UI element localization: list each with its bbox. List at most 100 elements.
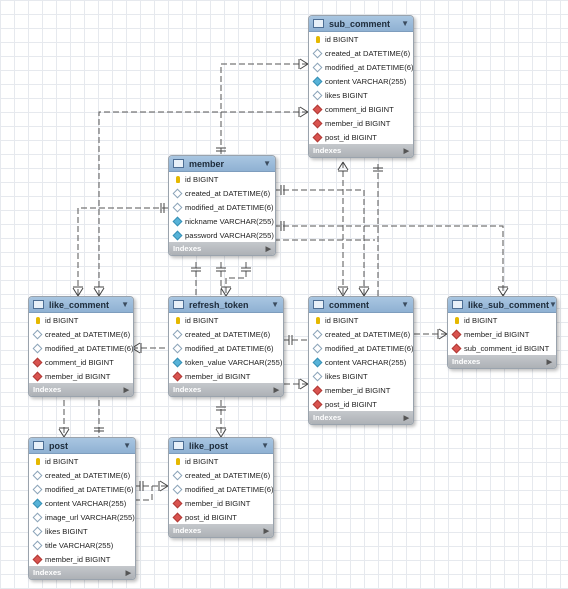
expand-arrow-icon[interactable]: ▶ <box>263 527 269 535</box>
column-row[interactable]: likes BIGINT <box>309 369 413 383</box>
column-row[interactable]: image_url VARCHAR(255) <box>29 510 135 524</box>
table-header[interactable]: like_post▼ <box>169 438 273 454</box>
chevron-down-icon[interactable]: ▼ <box>401 300 409 309</box>
table-header[interactable]: member▼ <box>169 156 275 172</box>
column-row[interactable]: password VARCHAR(255) <box>169 228 275 242</box>
table-member[interactable]: member▼id BIGINT created_at DATETIME(6) mo… <box>168 155 276 256</box>
column-row[interactable]: modified_at DATETIME(6) <box>169 200 275 214</box>
column-row[interactable]: modified_at DATETIME(6) <box>29 482 135 496</box>
column-row[interactable]: modified_at DATETIME(6) <box>309 341 413 355</box>
column-row[interactable]: member_id BIGINT <box>448 327 556 341</box>
indexes-label: Indexes <box>313 146 342 155</box>
chevron-down-icon[interactable]: ▼ <box>263 159 271 168</box>
marker-many-sub-comment-left-2 <box>298 106 309 118</box>
column-row[interactable]: content VARCHAR(255) <box>29 496 135 510</box>
column-row[interactable]: likes BIGINT <box>309 88 413 102</box>
table-like-sub-comment[interactable]: like_sub_comment▼id BIGINT member_id BIGI… <box>447 296 557 369</box>
indexes-label: Indexes <box>173 526 202 535</box>
column-label: title VARCHAR(255) <box>45 540 114 550</box>
chevron-down-icon[interactable]: ▼ <box>261 441 269 450</box>
table-header[interactable]: comment▼ <box>309 297 413 313</box>
foreign-key-icon <box>312 399 323 409</box>
column-row[interactable]: likes BIGINT <box>29 524 135 538</box>
indexes-section[interactable]: Indexes ▶ <box>169 383 283 396</box>
column-row[interactable]: created_at DATETIME(6) <box>29 327 133 341</box>
column-row[interactable]: member_id BIGINT <box>169 496 273 510</box>
table-header[interactable]: refresh_token▼ <box>169 297 283 313</box>
column-row[interactable]: post_id BIGINT <box>169 510 273 524</box>
indexes-section[interactable]: Indexes▶ <box>29 566 135 579</box>
expand-arrow-icon[interactable]: ▶ <box>125 569 131 577</box>
indexes-section[interactable]: Indexes ▶ <box>309 411 413 424</box>
table-header[interactable]: like_comment▼ <box>29 297 133 313</box>
expand-arrow-icon[interactable]: ▶ <box>403 414 409 422</box>
table-header[interactable]: like_sub_comment▼ <box>448 297 556 313</box>
column-row[interactable]: created_at DATETIME(6) <box>309 46 413 60</box>
table-header[interactable]: sub_comment▼ <box>309 16 413 32</box>
chevron-down-icon[interactable]: ▼ <box>401 19 409 28</box>
column-row[interactable]: token_value VARCHAR(255) <box>169 355 283 369</box>
column-row[interactable]: created_at DATETIME(6) <box>29 468 135 482</box>
expand-arrow-icon[interactable]: ▶ <box>265 245 271 253</box>
column-row[interactable]: member_id BIGINT <box>169 369 283 383</box>
chevron-down-icon[interactable]: ▼ <box>123 441 131 450</box>
column-row[interactable]: created_at DATETIME(6) <box>169 327 283 341</box>
column-row[interactable]: sub_comment_id BIGINT <box>448 341 556 355</box>
column-row[interactable]: id BIGINT <box>309 313 413 327</box>
chevron-down-icon[interactable]: ▼ <box>121 300 129 309</box>
column-row[interactable]: id BIGINT <box>309 32 413 46</box>
column-row[interactable]: created_at DATETIME(6) <box>309 327 413 341</box>
column-row[interactable]: modified_at DATETIME(6) <box>29 341 133 355</box>
column-row[interactable]: content VARCHAR(255) <box>309 355 413 369</box>
column-row[interactable]: comment_id BIGINT <box>309 102 413 116</box>
column-row[interactable]: title VARCHAR(255) <box>29 538 135 552</box>
column-row[interactable]: post_id BIGINT <box>309 130 413 144</box>
column-row[interactable]: member_id BIGINT <box>29 552 135 566</box>
column-row[interactable]: id BIGINT <box>169 172 275 186</box>
column-row[interactable]: id BIGINT <box>448 313 556 327</box>
table-header[interactable]: post▼ <box>29 438 135 454</box>
column-row[interactable]: post_id BIGINT <box>309 397 413 411</box>
column-row[interactable]: id BIGINT <box>169 313 283 327</box>
column-row[interactable]: id BIGINT <box>29 454 135 468</box>
column-row[interactable]: created_at DATETIME(6) <box>169 186 275 200</box>
indexes-section[interactable]: Indexes▶ <box>169 242 275 255</box>
column-row[interactable]: member_id BIGINT <box>309 116 413 130</box>
marker-one-member-right-a <box>280 185 285 195</box>
indexes-section[interactable]: Indexes ▶ <box>309 144 413 157</box>
indexes-label: Indexes <box>313 413 342 422</box>
column-row[interactable]: member_id BIGINT <box>309 383 413 397</box>
column-row[interactable]: id BIGINT <box>169 454 273 468</box>
indexes-section[interactable]: Indexes ▶ <box>169 524 273 537</box>
column-row[interactable]: comment_id BIGINT <box>29 355 133 369</box>
chevron-down-icon[interactable]: ▼ <box>549 300 557 309</box>
column-label: modified_at DATETIME(6) <box>325 62 414 72</box>
column-row[interactable]: member_id BIGINT <box>29 369 133 383</box>
indexes-section[interactable]: Indexes▶ <box>29 383 133 396</box>
column-row[interactable]: modified_at DATETIME(6) <box>169 341 283 355</box>
chevron-down-icon[interactable]: ▼ <box>271 300 279 309</box>
expand-arrow-icon[interactable]: ▶ <box>123 386 129 394</box>
column-label: created_at DATETIME(6) <box>185 188 271 198</box>
column-row[interactable]: nickname VARCHAR(255) <box>169 214 275 228</box>
expand-arrow-icon[interactable]: ▶ <box>403 147 409 155</box>
column-row[interactable]: content VARCHAR(255) <box>309 74 413 88</box>
expand-arrow-icon[interactable]: ▶ <box>273 386 279 394</box>
column-row[interactable]: modified_at DATETIME(6) <box>309 60 413 74</box>
indexes-label: Indexes <box>173 385 202 394</box>
indexes-section[interactable]: Indexes▶ <box>448 355 556 368</box>
column-label: id BIGINT <box>464 315 498 325</box>
marker-one-comment-left <box>288 335 293 345</box>
expand-arrow-icon[interactable]: ▶ <box>546 358 552 366</box>
column-row[interactable]: created_at DATETIME(6) <box>169 468 273 482</box>
column-label: member_id BIGINT <box>45 371 111 381</box>
column-row[interactable]: modified_at DATETIME(6) <box>169 482 273 496</box>
column-row[interactable]: id BIGINT <box>29 313 133 327</box>
foreign-key-icon <box>312 118 323 128</box>
